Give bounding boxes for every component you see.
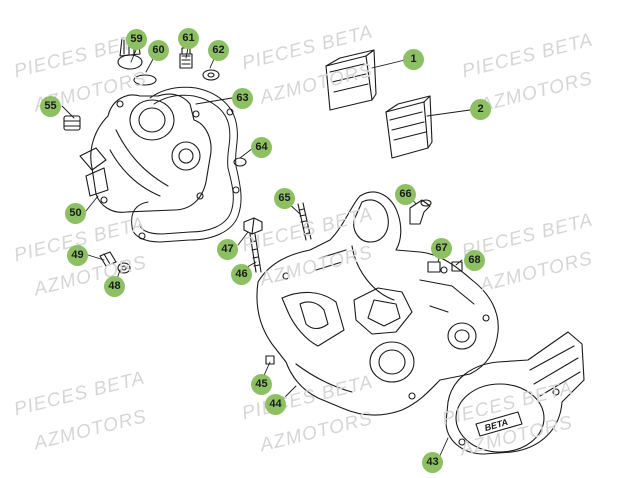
stud-part — [297, 202, 312, 241]
plug-screw-part — [179, 47, 193, 69]
drain-washer-part — [117, 262, 131, 274]
ignition-cover-part — [445, 331, 585, 455]
callout-68[interactable]: 68 — [464, 250, 485, 271]
callout-60[interactable]: 60 — [148, 40, 169, 61]
callout-61[interactable]: 61 — [178, 28, 199, 49]
nut-part — [243, 217, 263, 235]
clutch-cover-part — [79, 93, 212, 213]
callout-62[interactable]: 62 — [208, 40, 229, 61]
dowel-part — [265, 355, 275, 365]
long-stud-part — [249, 233, 262, 273]
callout-49[interactable]: 49 — [67, 245, 88, 266]
o-ring-part — [133, 74, 157, 86]
callout-45[interactable]: 45 — [251, 374, 272, 395]
callout-44[interactable]: 44 — [265, 394, 286, 415]
callout-48[interactable]: 48 — [104, 276, 125, 297]
reed-valve-part-2 — [385, 95, 433, 159]
callout-55[interactable]: 55 — [40, 96, 61, 117]
callout-65[interactable]: 65 — [274, 188, 295, 209]
callout-59[interactable]: 59 — [126, 29, 147, 50]
callout-64[interactable]: 64 — [251, 137, 272, 158]
plug-part-68 — [451, 261, 463, 272]
callout-43[interactable]: 43 — [422, 452, 443, 473]
crankcase-part — [256, 191, 499, 416]
callout-66[interactable]: 66 — [395, 184, 416, 205]
plug-part-67 — [427, 261, 441, 273]
callout-2[interactable]: 2 — [470, 99, 491, 120]
reed-valve-part — [325, 49, 377, 111]
drain-plug-part — [99, 251, 117, 267]
callout-67[interactable]: 67 — [431, 238, 452, 259]
callout-46[interactable]: 46 — [231, 264, 252, 285]
callout-63[interactable]: 63 — [232, 88, 253, 109]
elbow-fitting-part — [409, 199, 432, 225]
plug-part — [63, 115, 81, 131]
washer-part — [202, 69, 220, 81]
cover-gasket-part — [131, 86, 242, 243]
callout-1[interactable]: 1 — [403, 49, 424, 70]
callout-50[interactable]: 50 — [65, 203, 86, 224]
small-ring-part — [233, 157, 247, 167]
callout-47[interactable]: 47 — [217, 239, 238, 260]
